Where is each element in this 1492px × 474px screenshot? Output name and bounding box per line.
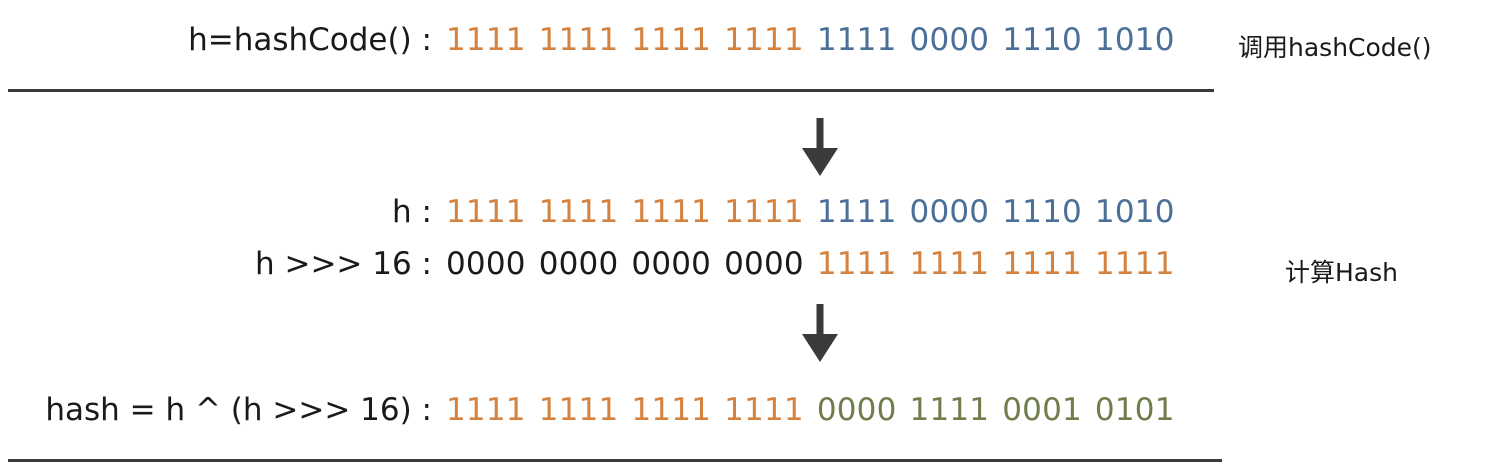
bit-group: 1111 [446,22,526,58]
bit-group: 1010 [1094,194,1175,230]
bit-group: 0000 [816,392,897,428]
divider-bottom [8,459,1222,462]
bit-string: 1111 1111 1111 1111 1111 0000 1110 1010 [446,18,1175,62]
bit-group: 1111 [446,392,526,428]
bit-group: 0000 [724,246,804,282]
bit-group: 1111 [631,22,712,58]
note-call-hashcode: 调用hashCode() [1238,33,1432,62]
bit-group: 0000 [631,246,712,282]
divider-top [8,89,1214,92]
bit-group: 0000 [909,22,990,58]
bit-group: 1111 [724,22,804,58]
bit-group: 1111 [1002,246,1082,282]
bit-group: 1111 [631,392,712,428]
bit-group: 1111 [816,246,897,282]
bit-group: 1110 [1002,194,1082,230]
bit-group: 1111 [538,194,619,230]
bit-group: 1111 [724,392,804,428]
row-label: hash = h ^ (h >>> 16) : [45,392,432,428]
bit-group: 1111 [538,392,619,428]
bit-group: 1111 [446,194,526,230]
bit-group: 1111 [909,392,990,428]
row-h-shift: h >>> 16 : 0000 0000 0000 0000 1111 1111 1111 1… [0,242,1220,286]
row-h: h : 1111 1111 1111 1111 1111 0000 1110 1010 [0,190,1220,234]
bit-string: 1111 1111 1111 1111 0000 1111 0001 0101 [446,388,1175,432]
row-label: h >>> 16 : [254,246,432,282]
bit-group: 1111 [724,194,804,230]
row-label: h : [392,194,432,230]
bit-group: 0000 [909,194,990,230]
bit-group: 1111 [909,246,990,282]
bit-group: 0000 [446,246,526,282]
bit-group: 1111 [1094,246,1175,282]
bit-group: 1111 [816,22,897,58]
bit-group: 0001 [1002,392,1082,428]
bit-string: 1111 1111 1111 1111 1111 0000 1110 1010 [446,190,1175,234]
bit-group: 0000 [538,246,619,282]
arrow-down-icon [802,118,838,176]
note-compute-hash: 计算Hash [1285,258,1398,287]
bit-group: 1111 [538,22,619,58]
bit-group: 1111 [816,194,897,230]
bit-group: 1010 [1094,22,1175,58]
bit-string: 0000 0000 0000 0000 1111 1111 1111 1111 [446,242,1175,286]
row-label: h=hashCode() : [188,22,432,58]
bit-group: 1111 [631,194,712,230]
bit-group: 1110 [1002,22,1082,58]
arrow-down-icon [802,304,838,362]
bit-group: 0101 [1094,392,1175,428]
